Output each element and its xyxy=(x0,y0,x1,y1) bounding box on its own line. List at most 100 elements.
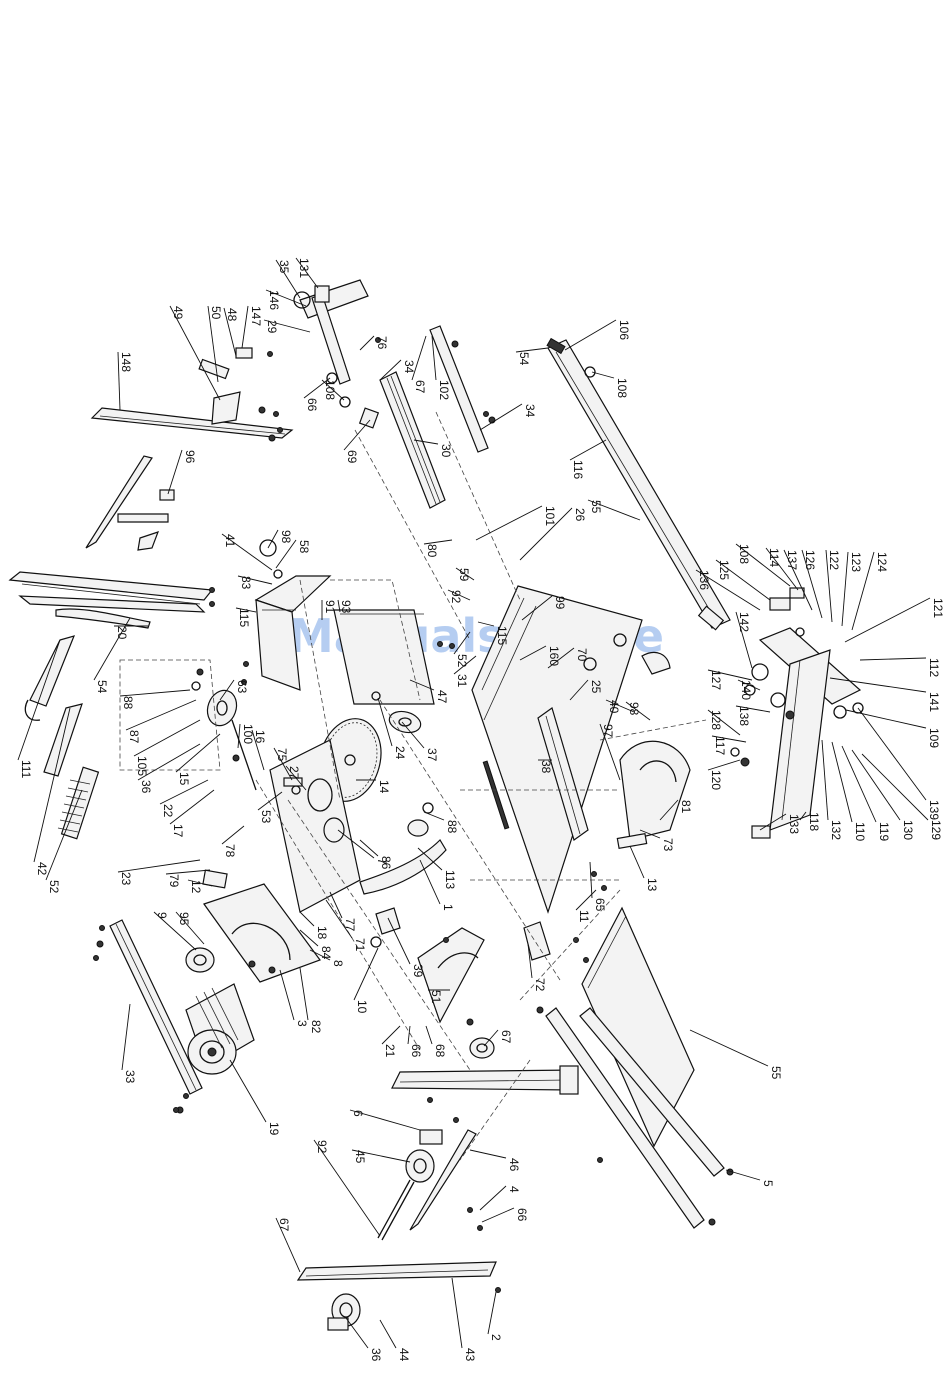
extension-leg-upper xyxy=(90,347,294,442)
part-number-label: 87 xyxy=(127,730,141,744)
leader-line xyxy=(857,707,927,801)
motor-bracket xyxy=(202,869,321,983)
part-number-label: 125 xyxy=(717,560,731,580)
leader-line xyxy=(575,889,597,911)
part-number-label: 92 xyxy=(449,590,463,604)
leader-line xyxy=(481,1207,515,1223)
leader-line xyxy=(659,799,679,821)
table-guide-rail xyxy=(537,707,589,841)
part-number-label: 73 xyxy=(661,838,675,852)
leader-line xyxy=(825,549,833,623)
part-number-label: 52 xyxy=(455,654,469,668)
part-number-label: 148 xyxy=(119,352,133,372)
part-number-label: 6 xyxy=(351,1110,365,1117)
leader-line xyxy=(599,723,621,781)
leader-line xyxy=(137,743,201,781)
leader-line xyxy=(477,621,495,627)
part-number-label: 137 xyxy=(785,550,799,570)
part-number-label: 115 xyxy=(237,608,251,627)
leader-line xyxy=(299,967,309,1021)
part-number-label: 42 xyxy=(35,862,49,876)
part-number-label: 44 xyxy=(397,1348,411,1362)
riving-knife xyxy=(359,802,447,895)
leader-line xyxy=(715,559,771,601)
leader-line xyxy=(453,631,471,655)
part-number-label: 52 xyxy=(47,880,61,894)
leader-line xyxy=(419,859,441,905)
part-number-label: 3 xyxy=(295,1020,309,1027)
part-number-label: 41 xyxy=(223,534,237,548)
lower-rail-right xyxy=(536,1006,734,1229)
part-number-label: 98 xyxy=(627,702,641,716)
leader-line xyxy=(235,607,257,613)
part-number-label: 128 xyxy=(709,710,723,730)
leader-line xyxy=(487,1291,497,1335)
part-number-label: 10 xyxy=(355,1000,369,1014)
leader-line xyxy=(121,1003,131,1071)
part-number-label: 50 xyxy=(209,306,223,320)
leader-line xyxy=(453,655,477,675)
leader-line xyxy=(265,289,307,307)
leader-line xyxy=(707,759,741,771)
part-number-label: 106 xyxy=(617,320,631,340)
part-number-label: 7 xyxy=(375,858,389,865)
leader-line xyxy=(169,305,221,401)
leader-line xyxy=(295,257,319,289)
part-number-label: 19 xyxy=(267,1122,281,1136)
leader-line xyxy=(119,689,191,697)
part-number-label: 80 xyxy=(425,544,439,558)
leader-line xyxy=(861,753,929,821)
part-number-label: 116 xyxy=(571,460,585,479)
part-number-label: 93 xyxy=(339,600,353,614)
leader-line xyxy=(237,575,273,585)
part-number-label: 126 xyxy=(803,550,817,570)
spring xyxy=(57,766,100,840)
part-number-label: 5 xyxy=(761,1180,775,1187)
part-number-label: 68 xyxy=(433,1044,447,1058)
part-number-label: 9 xyxy=(155,912,169,919)
part-number-label: 78 xyxy=(223,844,237,858)
part-number-label: 119 xyxy=(877,822,891,841)
part-number-label: 38 xyxy=(539,760,553,774)
leader-line xyxy=(725,1169,761,1181)
part-number-label: 133 xyxy=(787,814,801,834)
part-number-label: 115 xyxy=(495,626,509,645)
part-number-label: 139 xyxy=(927,800,941,820)
part-number-label: 118 xyxy=(807,812,821,831)
part-number-label: 8 xyxy=(331,960,345,967)
part-number-label: 66 xyxy=(305,398,319,412)
part-number-label: 55 xyxy=(769,1066,783,1080)
side-support-bracket xyxy=(417,927,485,1024)
leader-line xyxy=(387,917,411,965)
leader-line xyxy=(329,891,343,919)
leader-line xyxy=(423,811,445,821)
part-number-label: 53 xyxy=(259,810,273,824)
leader-line xyxy=(381,1025,401,1045)
leader-line xyxy=(547,647,575,669)
part-number-label: 17 xyxy=(171,824,185,838)
part-number-label: 11 xyxy=(577,910,591,923)
leader-line xyxy=(455,567,475,581)
leader-line xyxy=(711,735,747,743)
leader-line xyxy=(237,723,241,749)
part-number-label: 21 xyxy=(383,1044,397,1058)
part-number-label: 14 xyxy=(377,780,391,794)
leader-line xyxy=(451,1277,463,1349)
leader-line xyxy=(325,899,353,939)
part-number-label: 108 xyxy=(737,544,751,564)
leader-line xyxy=(479,403,523,431)
part-number-label: 121 xyxy=(931,598,945,618)
leader-line xyxy=(735,611,753,669)
leader-line xyxy=(349,1109,421,1131)
leader-line xyxy=(829,677,927,693)
wheel-left xyxy=(327,1293,361,1331)
leader-line xyxy=(689,1029,769,1067)
leader-line xyxy=(695,569,761,611)
part-number-label: 58 xyxy=(297,540,311,554)
leader-line xyxy=(343,419,371,451)
part-number-label: 51 xyxy=(429,990,443,1004)
part-number-label: 98 xyxy=(279,530,293,544)
leader-line xyxy=(407,1025,411,1045)
fence-bracket-assembly xyxy=(293,279,380,429)
part-number-label: 67 xyxy=(413,380,427,394)
